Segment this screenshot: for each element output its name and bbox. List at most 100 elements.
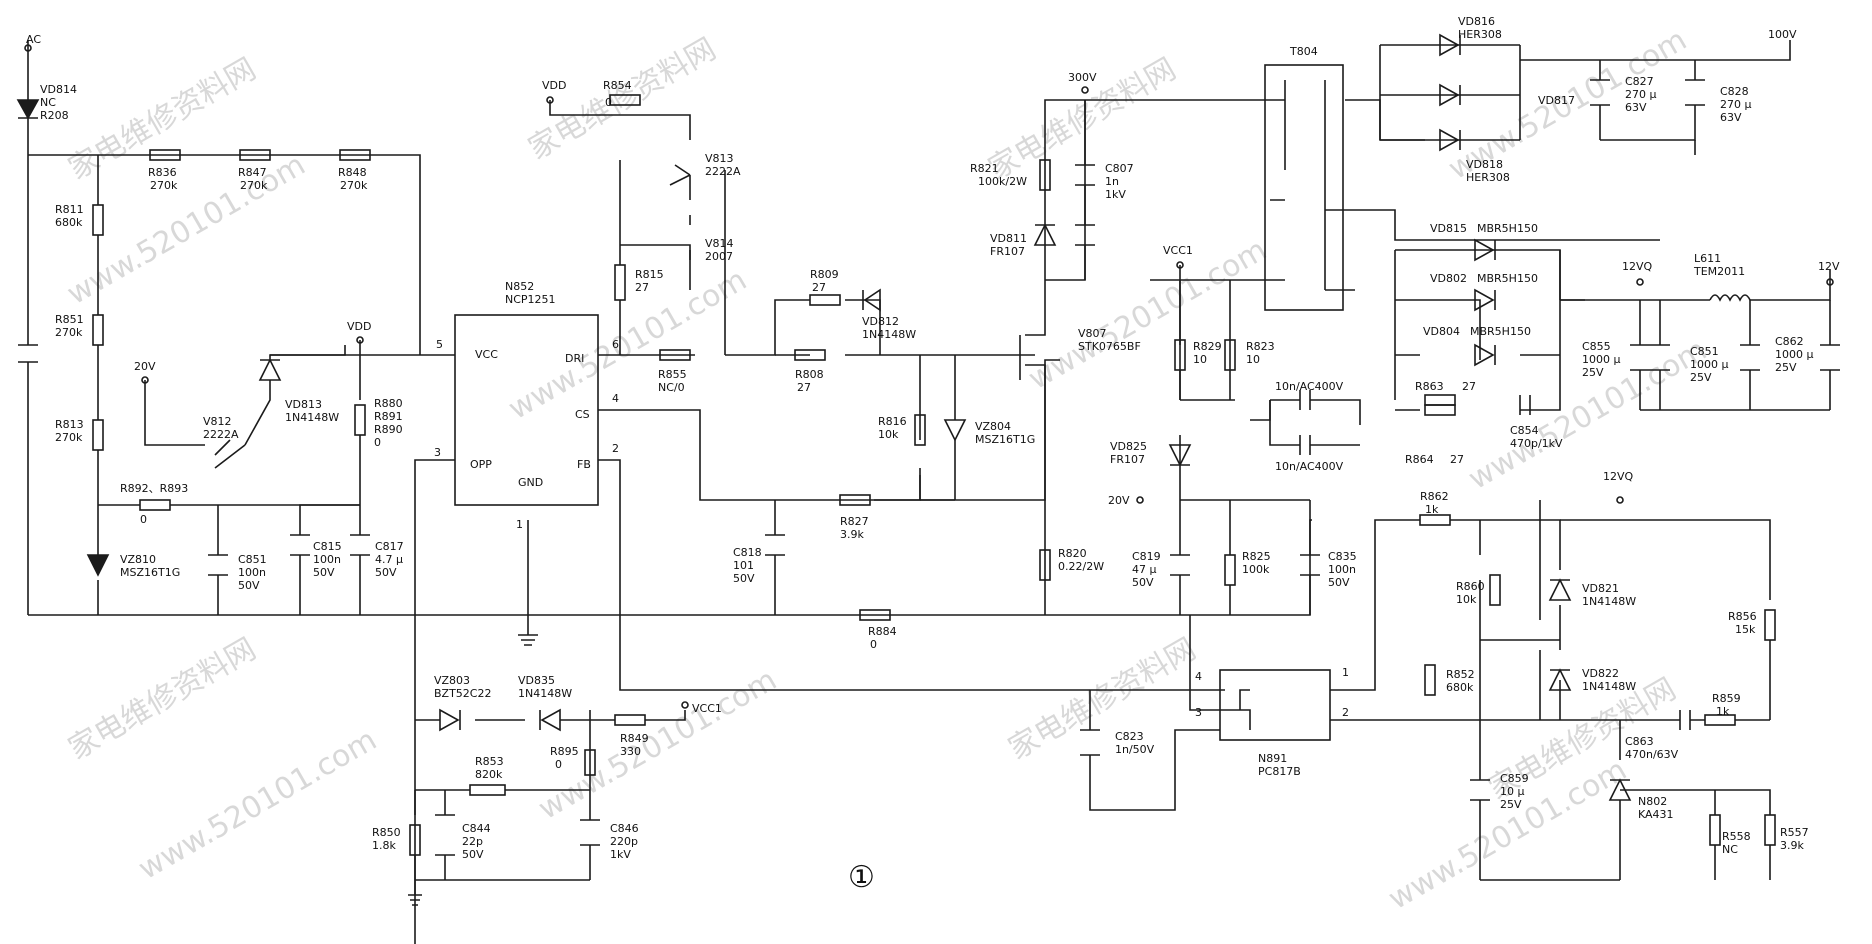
components	[16, 33, 1840, 856]
label-n891: N891	[1258, 752, 1287, 765]
label-r836: R836	[148, 166, 177, 179]
label-r860-value: 10k	[1456, 593, 1477, 606]
ic-pin-dr: DRI	[565, 352, 584, 365]
label-r851: R851	[55, 313, 84, 326]
label-r815: R815	[635, 268, 664, 281]
label-r820: R820	[1058, 547, 1087, 560]
label-r884-value: 0	[870, 638, 877, 651]
label-r808: R808	[795, 368, 824, 381]
label-vd835: VD835	[518, 674, 555, 687]
label-r856: R856	[1728, 610, 1757, 623]
label-c863: C863	[1625, 735, 1654, 748]
ic-part: NCP1251	[505, 293, 556, 306]
label-r829: R829	[1193, 340, 1222, 353]
capacitor-c862	[1740, 344, 1760, 371]
label-c818-value: 101	[733, 559, 754, 572]
label-r848: R848	[338, 166, 367, 179]
label-n891-pin-4: 4	[1195, 670, 1202, 683]
label-r813-value: 270k	[55, 431, 83, 444]
label-c818-voltage: 50V	[733, 572, 755, 585]
label-vd821: VD821	[1582, 582, 1619, 595]
label-r854-value: 0	[605, 96, 612, 109]
net-label-vdd-left: VDD	[347, 320, 371, 333]
watermark-url: www.520101.com	[133, 722, 383, 887]
label-c851a-value: 100n	[238, 566, 266, 579]
label-r809: R809	[810, 268, 839, 281]
label-r816: R816	[878, 415, 907, 428]
diode-vd804	[1474, 343, 1496, 367]
label-c855: C855	[1582, 340, 1611, 353]
capacitor-c855	[1630, 344, 1650, 371]
net-label-ac: AC	[26, 33, 41, 46]
label-r859-value: 1k	[1716, 705, 1730, 718]
label-r823: R823	[1246, 340, 1275, 353]
label-vd814-alt: R208	[40, 109, 69, 122]
net-label-12v: 12V	[1818, 260, 1840, 273]
label-vd816-value: HER308	[1458, 28, 1502, 41]
terminal-vcc1-low	[681, 701, 689, 709]
label-r880: R880	[374, 397, 403, 410]
ic-labels: N852 NCP1251 VCC DRI CS FB OPP GND 5 6 4…	[434, 280, 619, 531]
watermark-cn: 家电维修资料网	[1003, 632, 1202, 767]
diode-vd812	[862, 288, 881, 312]
resistor-r825	[1224, 554, 1236, 586]
label-vz810: VZ810	[120, 553, 156, 566]
label-vd802-value: MBR5H150	[1477, 272, 1538, 285]
label-n802-value: KA431	[1638, 808, 1674, 821]
label-r557: R557	[1780, 826, 1809, 839]
label-vz803-value: BZT52C22	[434, 687, 491, 700]
label-c846-value: 220p	[610, 835, 638, 848]
resistor-r864	[1424, 404, 1456, 416]
label-c828-voltage: 63V	[1720, 111, 1742, 124]
label-vd804: VD804	[1423, 325, 1460, 338]
label-r853-value: 820k	[475, 768, 503, 781]
label-c854: C854	[1510, 424, 1539, 437]
ic-pin-cs: CS	[575, 408, 590, 421]
label-r811-value: 680k	[55, 216, 83, 229]
net-label-12vq: 12VQ	[1622, 260, 1653, 273]
label-c823: C823	[1115, 730, 1144, 743]
label-c807-value: 1n	[1105, 175, 1119, 188]
resistor-r880	[354, 404, 366, 436]
terminal-vdd	[546, 96, 554, 104]
diode-vd818	[1439, 128, 1461, 152]
label-c862-voltage: 25V	[1775, 361, 1797, 374]
label-v812: V812	[203, 415, 232, 428]
ic-name: N852	[505, 280, 534, 293]
resistor-r829	[1174, 339, 1186, 371]
label-r558: R558	[1722, 830, 1751, 843]
label-vd802: VD802	[1430, 272, 1467, 285]
zener-vz804	[943, 419, 967, 442]
label-r816-value: 10k	[878, 428, 899, 441]
terminal-20v-left	[141, 376, 149, 384]
label-c-ac2: 10n/AC400V	[1275, 460, 1344, 473]
label-vd818: VD818	[1466, 158, 1503, 171]
label-r863-value: 27	[1462, 380, 1476, 393]
label-c844: C844	[462, 822, 491, 835]
capacitor-c851	[208, 554, 228, 576]
net-label-20v-right: 20V	[1108, 494, 1130, 507]
terminal-12v	[1826, 278, 1834, 286]
label-r880-value: 0	[374, 436, 381, 449]
capacitor-c862b	[1820, 344, 1840, 371]
ic-pin-number-4: 4	[612, 392, 619, 405]
terminal-vcc1	[1176, 261, 1184, 269]
label-r884: R884	[868, 625, 897, 638]
label-r836-value: 270k	[150, 179, 178, 192]
ic-pin-vcc: VCC	[475, 348, 498, 361]
terminal-12vq	[1636, 278, 1644, 286]
terminal-vdd-left	[356, 336, 364, 344]
label-vd816: VD816	[1458, 15, 1495, 28]
terminal-ac	[24, 44, 32, 52]
label-r820-value: 0.22/2W	[1058, 560, 1104, 573]
label-r821: R821	[970, 162, 999, 175]
label-vd822: VD822	[1582, 667, 1619, 680]
capacitor-c807b	[1075, 224, 1095, 246]
label-r860: R860	[1456, 580, 1485, 593]
diode-vd816	[1439, 33, 1461, 57]
label-r852-value: 680k	[1446, 681, 1474, 694]
zener-vz803	[439, 708, 461, 732]
label-v813-value: 2222A	[705, 165, 741, 178]
label-v807-value: STK0765BF	[1078, 340, 1141, 353]
